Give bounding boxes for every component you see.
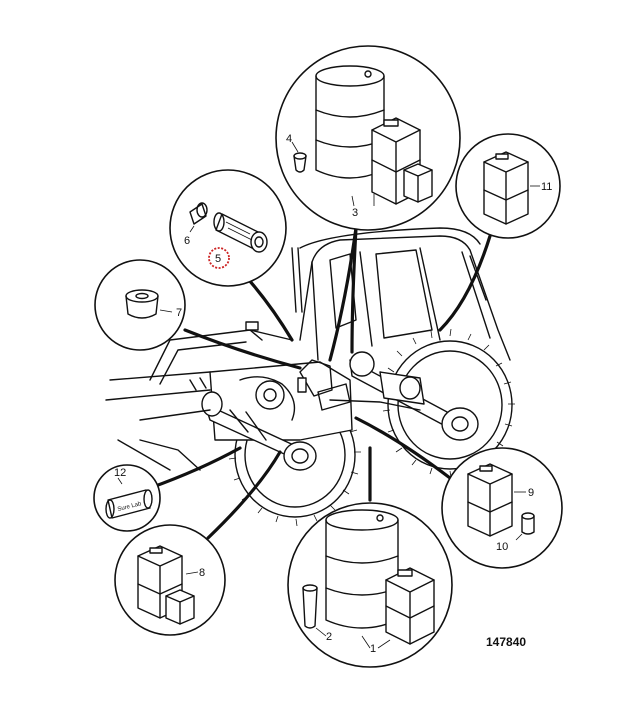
can-illustration — [467, 463, 513, 537]
callout-label-10: 10 — [496, 541, 508, 553]
callout-bubble-11: 11 — [455, 133, 561, 239]
callout-bubble-5-6: 6 5 — [169, 169, 287, 287]
grease-cartridge-illustration — [302, 584, 318, 629]
callout-bubble-9-10: 9 10 — [441, 447, 563, 569]
leader-lines — [148, 226, 492, 540]
callout-bubble-12: Sure Lab 12 — [93, 464, 161, 532]
callout-label-11: 11 — [541, 181, 552, 193]
cup-illustration — [293, 152, 307, 173]
cartridge-text: Sure Lab — [117, 501, 143, 513]
callout-label-4: 4 — [286, 133, 292, 145]
callout-label-5: 5 — [215, 253, 221, 265]
callout-label-9: 9 — [528, 487, 534, 499]
callout-bubble-7: 7 — [94, 259, 186, 351]
callout-bubble-1-2: 2 1 — [287, 502, 453, 668]
cup-illustration — [521, 512, 535, 535]
filter-cartridge-illustration: Sure Lab — [105, 489, 153, 519]
callout-label-3: 3 — [352, 207, 358, 219]
small-can-illustration — [403, 163, 433, 203]
callout-label-6: 6 — [184, 235, 190, 247]
filter-element-illustration — [213, 212, 268, 253]
callout-label-12: 12 — [114, 467, 126, 479]
callout-bubble-8: 8 — [114, 524, 226, 636]
callout-label-2: 2 — [326, 631, 332, 643]
small-filter-illustration — [189, 202, 208, 225]
reference-number: 147840 — [486, 635, 526, 649]
filter-cup-illustration — [125, 289, 159, 319]
small-can-illustration — [165, 589, 195, 625]
machine-body — [105, 227, 515, 527]
can-illustration — [385, 567, 435, 645]
callout-label-8: 8 — [199, 567, 205, 579]
can-illustration — [483, 151, 529, 225]
callout-label-1: 1 — [370, 643, 376, 655]
callout-bubble-3: 4 3 — [275, 45, 461, 231]
callout-label-7: 7 — [176, 307, 182, 319]
highlight-ring-5 — [208, 247, 230, 269]
